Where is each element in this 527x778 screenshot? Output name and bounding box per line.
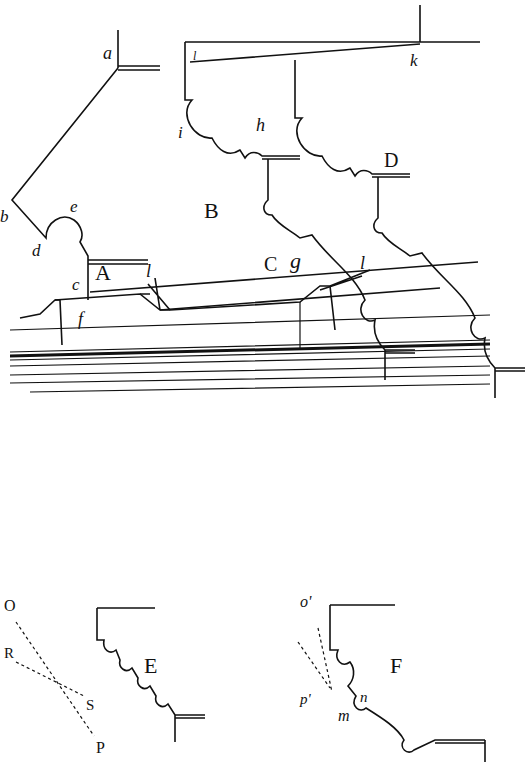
figure-letter: k bbox=[410, 52, 418, 69]
figure-letter: a bbox=[103, 44, 112, 62]
figure-letter: l bbox=[193, 50, 196, 62]
figure-letter: b bbox=[0, 208, 9, 225]
figure-letter: D bbox=[384, 150, 398, 170]
cornice-perspective bbox=[10, 262, 490, 392]
figure-letter: S bbox=[86, 698, 94, 713]
figure-letter: P bbox=[96, 740, 105, 756]
figure-letter: m bbox=[338, 708, 350, 724]
figure-letter: p' bbox=[300, 692, 311, 707]
figure-letter: R bbox=[4, 646, 14, 661]
figure-letter: i bbox=[178, 124, 183, 141]
figure-letter: n bbox=[360, 690, 368, 705]
profile-a bbox=[12, 30, 160, 300]
profile-f bbox=[298, 605, 485, 762]
figure-letter: l bbox=[146, 262, 151, 280]
figure-letter: A bbox=[95, 262, 111, 284]
figure-letter: h bbox=[256, 116, 265, 134]
figure-letter: B bbox=[204, 200, 219, 222]
figure-letter: F bbox=[390, 655, 402, 677]
figure-letter: c bbox=[72, 276, 80, 293]
figure-letter: g bbox=[290, 250, 301, 272]
figure-letter: f bbox=[78, 310, 83, 328]
figure-letter: C bbox=[264, 254, 277, 274]
figure-letter: E bbox=[144, 655, 157, 677]
figure-letter: O bbox=[4, 598, 16, 614]
profile-b bbox=[185, 5, 525, 398]
figure-letter: l bbox=[360, 254, 365, 272]
figure-letter: d bbox=[32, 242, 41, 259]
profile-e bbox=[16, 608, 205, 742]
figure-letter: e bbox=[70, 198, 78, 215]
figure-letter: o' bbox=[300, 594, 311, 610]
